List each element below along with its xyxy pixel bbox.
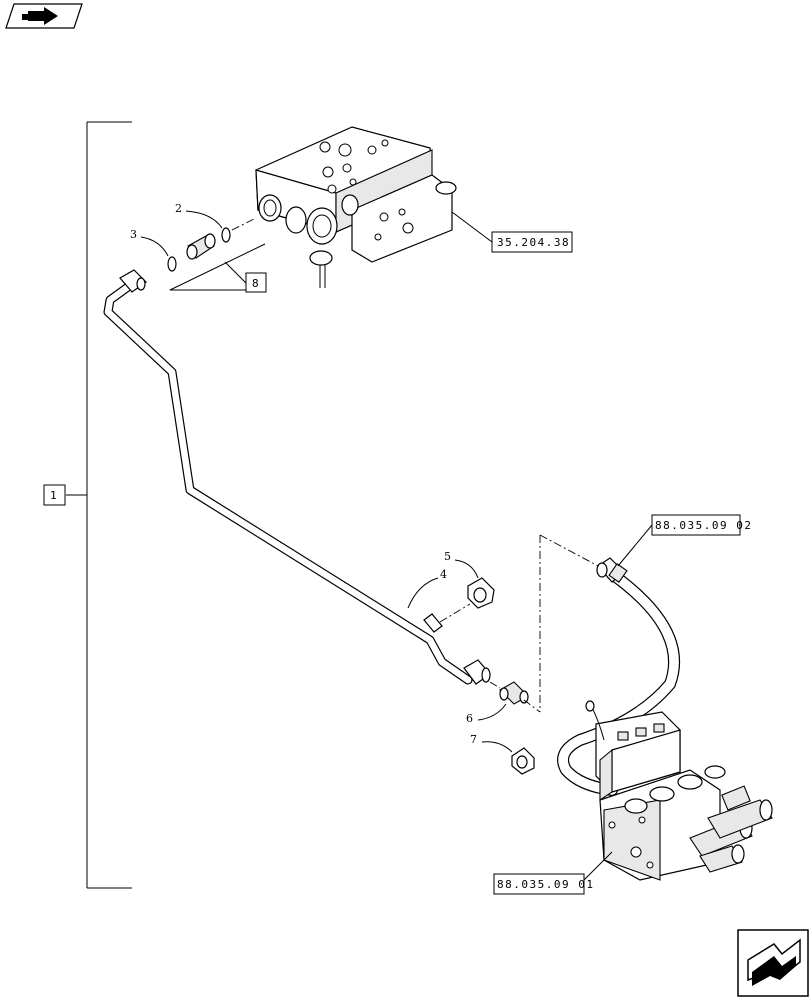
svg-text:3: 3	[130, 228, 137, 241]
fitting-adapter	[167, 217, 257, 272]
hose-ref-callout[interactable]: 88.035.09 02	[617, 514, 752, 567]
item-7-label[interactable]: 7	[470, 733, 513, 753]
svg-text:4: 4	[440, 568, 447, 581]
kit-callout[interactable]: 8	[169, 243, 267, 293]
assembly-bracket	[66, 121, 132, 889]
item-2-label[interactable]: 2	[175, 202, 223, 229]
valve-block-top	[255, 126, 457, 288]
control-valve-ref-callout[interactable]: 88.035.09 01	[493, 851, 613, 895]
kit-callout-label: 8	[252, 277, 260, 290]
hose-ref-label: 88.035.09 02	[655, 519, 752, 532]
previous-page-icon[interactable]	[5, 3, 83, 29]
assembly-callout-label: 1	[50, 489, 58, 502]
hydraulic-tube	[103, 269, 491, 685]
svg-text:6: 6	[466, 712, 473, 725]
valve-ref-callout[interactable]: 35.204.38	[451, 211, 573, 253]
elbow-fitting	[489, 681, 529, 705]
item-4-label[interactable]: 4	[407, 568, 447, 609]
svg-text:2: 2	[175, 202, 182, 215]
control-valve-ref-label: 88.035.09 01	[497, 878, 594, 891]
item-6-label[interactable]: 6	[466, 703, 507, 725]
item-5-label[interactable]: 5	[444, 550, 479, 579]
item-3-label[interactable]: 3	[130, 228, 169, 257]
svg-text:5: 5	[444, 550, 451, 563]
cap-nut	[439, 577, 495, 623]
assembly-callout[interactable]: 1	[43, 484, 66, 506]
plug	[511, 747, 535, 775]
control-valve-stack	[585, 700, 773, 881]
svg-text:7: 7	[470, 733, 477, 746]
next-page-icon[interactable]	[737, 929, 809, 997]
valve-ref-label: 35.204.38	[497, 236, 570, 249]
